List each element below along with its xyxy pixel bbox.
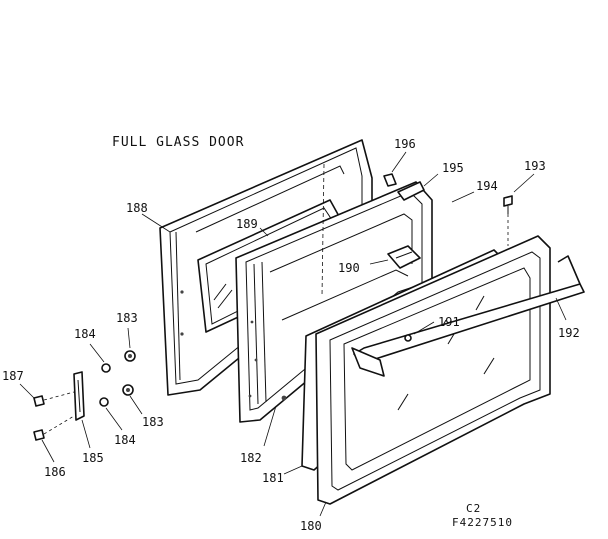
part-180-front-frame [315, 235, 551, 505]
label-180: 180 [300, 519, 322, 533]
leader-lines [19, 151, 567, 517]
label-183b: 183 [142, 415, 164, 429]
label-184a: 184 [74, 327, 96, 341]
label-187: 187 [2, 369, 24, 383]
drawing-number: F4227510 [452, 516, 513, 529]
label-196: 196 [394, 137, 416, 151]
label-195: 195 [442, 161, 464, 175]
label-192: 192 [558, 326, 580, 340]
part-192-handle [351, 255, 585, 377]
diagram-title: FULL GLASS DOOR [112, 135, 244, 150]
label-188: 188 [126, 201, 148, 215]
part-184b-washer [99, 397, 109, 407]
part-186-screw [33, 429, 45, 441]
label-185: 185 [82, 451, 104, 465]
label-194: 194 [476, 179, 498, 193]
label-193: 193 [524, 159, 546, 173]
part-190-bracket [387, 245, 421, 269]
part-183b-nut [122, 384, 134, 396]
label-184b: 184 [114, 433, 136, 447]
part-193-screw [503, 195, 513, 214]
part-191-screw [404, 334, 412, 342]
label-186: 186 [44, 465, 66, 479]
label-190: 190 [338, 261, 360, 275]
label-182: 182 [240, 451, 262, 465]
part-195-clip [397, 181, 425, 201]
drawing-code: C2 [466, 502, 481, 515]
part-183a-nut [124, 350, 136, 362]
label-189: 189 [236, 217, 258, 231]
part-187-screw [33, 395, 45, 407]
part-184a-washer [101, 363, 111, 373]
label-183a: 183 [116, 311, 138, 325]
label-191: 191 [438, 315, 460, 329]
part-196-screw [383, 173, 397, 187]
part-185-hinge [73, 371, 85, 421]
label-181: 181 [262, 471, 284, 485]
